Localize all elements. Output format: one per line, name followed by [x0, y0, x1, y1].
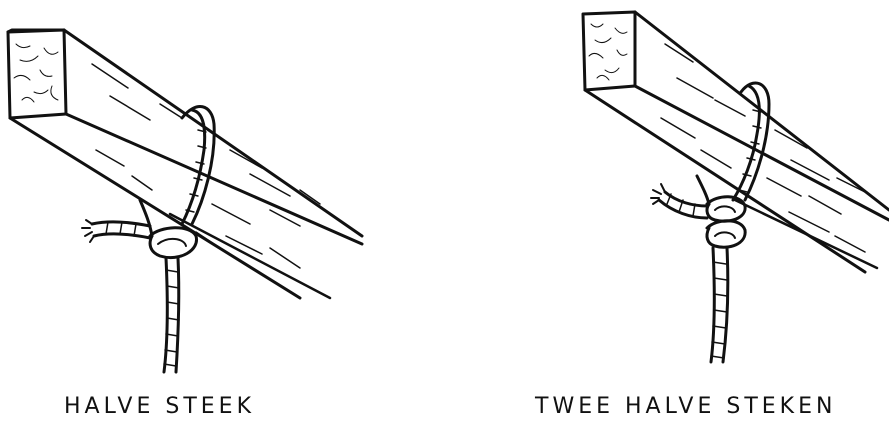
wooden-beam — [583, 12, 889, 272]
figure-halve-steek: HALVE STEEK — [0, 0, 445, 428]
rope-halve-steek — [82, 107, 214, 372]
twee-halve-steken-illustration — [445, 0, 889, 428]
caption-halve-steek: HALVE STEEK — [64, 396, 255, 418]
wooden-beam — [8, 30, 362, 298]
caption-twee-halve-steken: TWEE HALVE STEKEN — [535, 396, 836, 418]
halve-steek-illustration — [0, 0, 445, 428]
figure-twee-halve-steken: TWEE HALVE STEKEN — [445, 0, 889, 428]
